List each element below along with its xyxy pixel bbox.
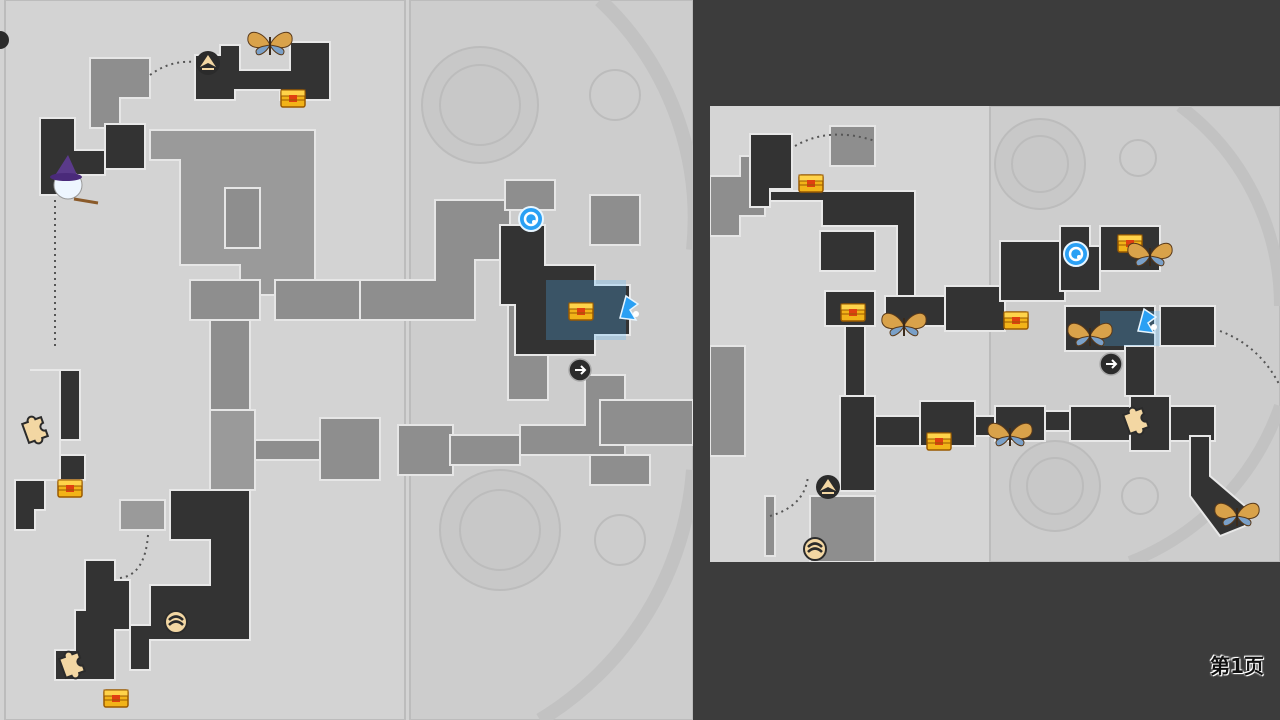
treasure-chest-icon[interactable] bbox=[926, 432, 952, 451]
warp-trotter-icon[interactable] bbox=[163, 609, 189, 635]
dotted-paths bbox=[769, 133, 1280, 517]
calyx-icon[interactable] bbox=[1062, 240, 1090, 268]
origami-bird-icon[interactable] bbox=[815, 474, 841, 500]
background-structures bbox=[4, 0, 693, 720]
dotted-paths bbox=[54, 60, 196, 579]
treasure-chest-icon[interactable] bbox=[840, 303, 866, 322]
exit-arrow-icon[interactable] bbox=[568, 358, 592, 382]
puzzle-piece-icon[interactable] bbox=[19, 412, 51, 448]
treasure-chest-icon[interactable] bbox=[57, 479, 83, 498]
treasure-chest-icon[interactable] bbox=[1003, 311, 1029, 330]
treasure-chest-icon[interactable] bbox=[280, 89, 306, 108]
right-map-panel[interactable] bbox=[710, 106, 1280, 562]
warp-trotter-icon[interactable] bbox=[802, 536, 828, 562]
witch-npc-icon[interactable] bbox=[50, 155, 99, 205]
butterfly-icon[interactable] bbox=[246, 31, 294, 56]
treasure-chest-icon[interactable] bbox=[798, 174, 824, 193]
left-map-canvas bbox=[0, 0, 693, 720]
walkable-areas bbox=[14, 41, 631, 681]
edge-marker-icon[interactable] bbox=[0, 31, 9, 49]
page-number-label: 第1页 bbox=[1210, 654, 1264, 678]
origami-bird-icon[interactable] bbox=[195, 50, 221, 76]
treasure-chest-icon[interactable] bbox=[568, 302, 594, 321]
treasure-chest-icon[interactable] bbox=[103, 689, 129, 708]
right-map-canvas bbox=[710, 106, 1280, 562]
walkable-areas bbox=[749, 133, 1246, 538]
calyx-icon[interactable] bbox=[517, 205, 545, 233]
left-map-panel[interactable] bbox=[0, 0, 693, 720]
exit-arrow-icon[interactable] bbox=[1099, 352, 1123, 376]
